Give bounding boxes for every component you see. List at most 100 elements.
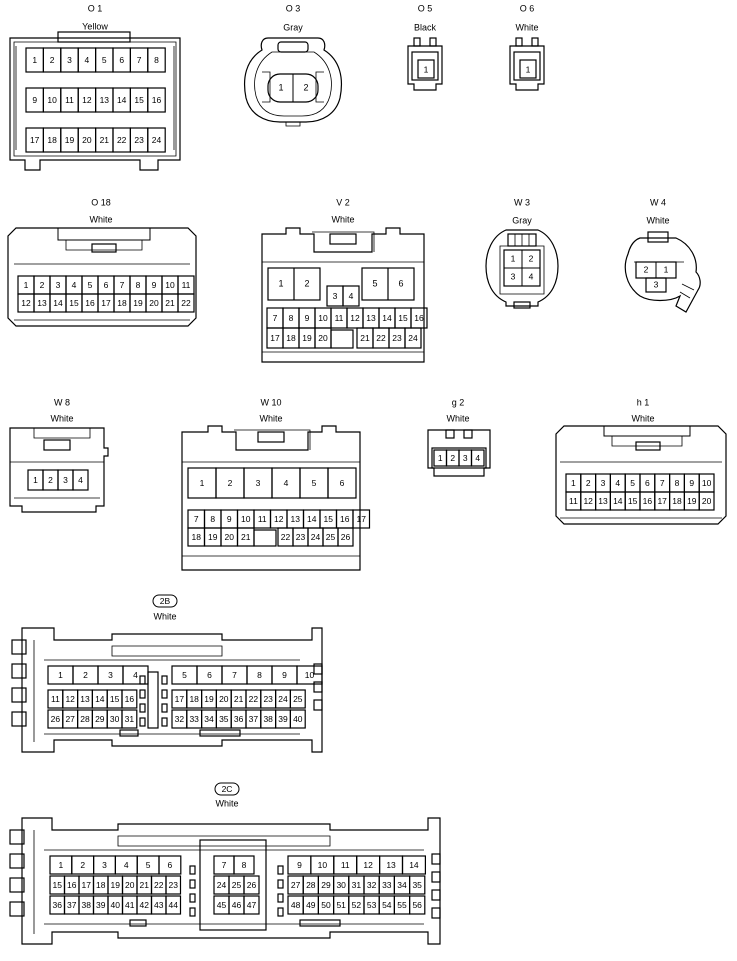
pin-number: 55 [397, 900, 407, 910]
pin-number: 13 [37, 298, 47, 308]
pin-number: 24 [152, 135, 162, 145]
pin-number: 35 [412, 880, 422, 890]
pin-number: 14 [613, 496, 623, 506]
pin-number: 27 [291, 880, 301, 890]
connector-name: O 1 [88, 3, 103, 13]
pin-number: 3 [56, 280, 61, 290]
pin-number: 28 [306, 880, 316, 890]
pin-number: 1 [32, 55, 37, 65]
pin-cell [409, 895, 426, 915]
pin-number: 31 [352, 880, 362, 890]
pin-number: 9 [282, 670, 287, 680]
pin-number: 4 [529, 271, 534, 281]
pin-number: 21 [234, 694, 244, 704]
pin-number: 16 [152, 95, 162, 105]
pin-number: 23 [392, 333, 402, 343]
pin-number: 36 [234, 714, 244, 724]
pin-number: 2 [529, 253, 534, 263]
pin-cell [233, 855, 255, 875]
pin-number: 6 [119, 55, 124, 65]
pin-number: 46 [232, 900, 242, 910]
pin-number: 4 [284, 478, 289, 488]
pin-number: 22 [249, 694, 259, 704]
pin-number: 13 [100, 95, 110, 105]
pin-number: 9 [305, 313, 310, 323]
pin-number: 21 [165, 298, 175, 308]
pin-number: 40 [111, 900, 121, 910]
pin-number: 35 [219, 714, 229, 724]
pin-number: 1 [33, 475, 38, 485]
pin-number: 20 [318, 333, 328, 343]
pin-number: 12 [363, 860, 373, 870]
connector-name: W 3 [514, 197, 530, 207]
pin-number: 10 [318, 313, 328, 323]
pin-number: 14 [382, 313, 392, 323]
pin-number: 10 [241, 514, 251, 524]
pin-number: 11 [65, 95, 74, 105]
pin-number: 1 [511, 253, 516, 263]
pin-number: 32 [175, 714, 185, 724]
pin-number: 2 [50, 55, 55, 65]
pin-number: 23 [263, 694, 273, 704]
pin-number: 45 [217, 900, 227, 910]
pin-number: 10 [47, 95, 57, 105]
pin-number: 22 [376, 333, 386, 343]
pin-number: 22 [181, 298, 191, 308]
pin-number: 18 [189, 694, 199, 704]
pin-number: 36 [53, 900, 63, 910]
connector-name: 2B [160, 596, 171, 606]
pin-number: 51 [336, 900, 346, 910]
pin-number: 1 [200, 478, 205, 488]
pin-cell [177, 293, 195, 313]
pin-number: 10 [318, 860, 328, 870]
pin-number: 22 [154, 880, 164, 890]
pin-number: 4 [72, 280, 77, 290]
pin-number: 54 [382, 900, 392, 910]
pin-cell [401, 855, 426, 875]
pin-number: 6 [207, 670, 212, 680]
pin-cell [165, 875, 182, 895]
pin-number: 39 [278, 714, 288, 724]
pin-number: 15 [134, 95, 144, 105]
pin-number: 17 [82, 880, 92, 890]
connector-color: White [631, 413, 654, 423]
pin-number: 3 [333, 291, 338, 301]
pin-number: 8 [242, 860, 247, 870]
pin-number: 9 [297, 860, 302, 870]
pin-number: 48 [291, 900, 301, 910]
pin-cell [698, 491, 715, 511]
pin-number: 38 [263, 714, 273, 724]
pin-number: 25 [293, 694, 303, 704]
connector-color: White [50, 413, 73, 423]
pin-number: 38 [82, 900, 92, 910]
pin-number: 2 [228, 478, 233, 488]
pin-number: 20 [149, 298, 159, 308]
pin-number: 14 [95, 694, 105, 704]
connector-color: Yellow [82, 21, 108, 31]
pin-number: 18 [672, 496, 682, 506]
pin-number: 5 [630, 478, 635, 488]
pin-cell [352, 509, 371, 529]
pin-number: 3 [67, 55, 72, 65]
pin-number: 14 [409, 860, 419, 870]
connector-name: W 10 [260, 397, 281, 407]
pin-number: 19 [687, 496, 697, 506]
pin-number: 19 [208, 532, 218, 542]
pin-number: 41 [125, 900, 135, 910]
pin-number: 9 [32, 95, 37, 105]
pin-number: 11 [569, 496, 578, 506]
pin-number: 16 [414, 313, 424, 323]
pin-number: 1 [59, 860, 64, 870]
pin-number: 8 [257, 670, 262, 680]
pin-cell [147, 127, 166, 153]
pin-number: 3 [654, 279, 659, 289]
pin-number: 7 [137, 55, 142, 65]
pin-number: 6 [340, 478, 345, 488]
pin-number: 4 [133, 670, 138, 680]
connector-color: White [515, 22, 538, 32]
connector-name: h 1 [637, 397, 650, 407]
